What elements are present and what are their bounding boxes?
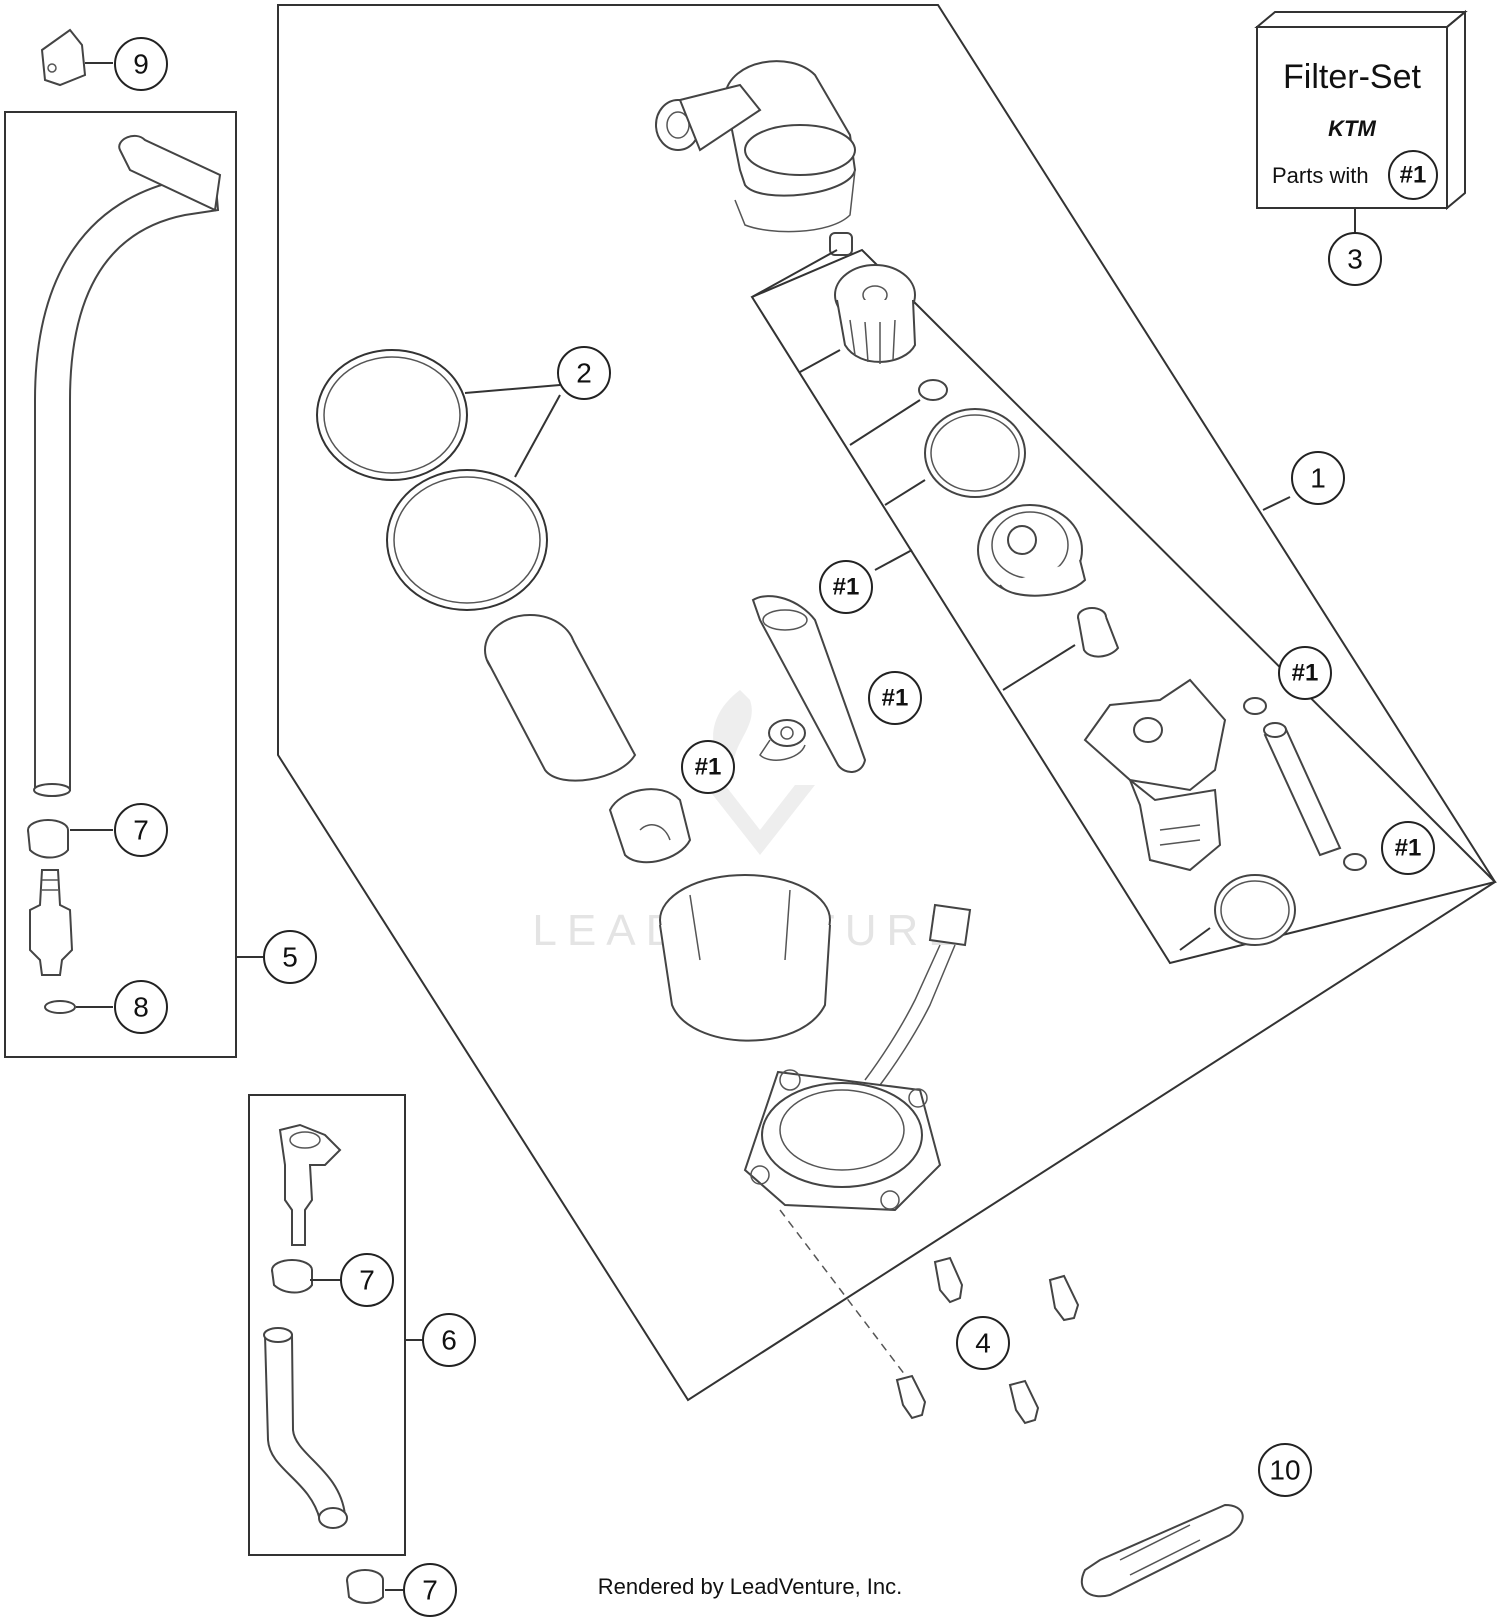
- callout-ref-5-label: #1: [1395, 835, 1422, 862]
- callout-2-label: 2: [576, 358, 592, 389]
- callout-3-label: 3: [1347, 244, 1363, 275]
- render-credit: Rendered by LeadVenture, Inc.: [598, 1574, 903, 1599]
- hose-clamp-bottom: [346, 1569, 384, 1604]
- o-ring-motor-bottom: [1343, 853, 1367, 871]
- hose-clamp-5: [27, 819, 69, 859]
- filter-sleeve: [484, 614, 637, 782]
- filter-set-ref: #1: [1400, 162, 1427, 189]
- callout-ref-4: #1: [681, 740, 735, 794]
- bolts-4: [895, 1256, 1080, 1425]
- callout-ref-2-label: #1: [1292, 660, 1319, 687]
- callout-3: 3: [1328, 232, 1382, 286]
- callout-5: 5: [263, 930, 317, 984]
- callout-ref-1-label: #1: [833, 574, 860, 601]
- leader-lines: [70, 62, 1356, 1591]
- electrical-connector: [864, 903, 972, 1086]
- main-assembly-frame: [277, 4, 1497, 1402]
- filter-set-parts-with: Parts with: [1272, 163, 1369, 188]
- pump-flange: [743, 1069, 942, 1212]
- callout-7-b-label: 7: [359, 1265, 375, 1296]
- callout-ref-1: #1: [819, 560, 873, 614]
- callout-ref-4-label: #1: [695, 754, 722, 781]
- callout-9: 9: [114, 37, 168, 91]
- callout-7-a: 7: [114, 803, 168, 857]
- filter-group-frame: [750, 248, 1497, 965]
- filter-set-title: Filter-Set: [1283, 58, 1421, 96]
- hose-group-5-frame: [4, 111, 237, 1058]
- callout-10: 10: [1258, 1443, 1312, 1497]
- small-o-ring: [918, 379, 948, 401]
- pressure-regulator: [977, 504, 1087, 597]
- o-rings-2: [316, 349, 548, 611]
- o-ring-8: [44, 1000, 76, 1014]
- callout-1-label: 1: [1310, 463, 1326, 494]
- small-valve: [759, 719, 806, 761]
- callout-8: 8: [114, 980, 168, 1034]
- filter-set-box: Filter-Set KTM Parts with #1: [1254, 9, 1468, 211]
- pump-housing: [659, 874, 831, 1042]
- short-hose-6: [263, 1327, 348, 1529]
- callout-6: 6: [422, 1313, 476, 1367]
- clip-piece: [751, 595, 867, 773]
- medium-o-ring: [924, 408, 1026, 498]
- filter-element: [834, 264, 917, 364]
- callout-ref-3-label: #1: [882, 685, 909, 712]
- fitting-nipple: [29, 869, 74, 976]
- callout-7-b: 7: [340, 1253, 394, 1307]
- callout-1: 1: [1291, 451, 1345, 505]
- sleeve: [1077, 607, 1120, 658]
- pump-head: [655, 60, 857, 233]
- callout-8-label: 8: [133, 992, 149, 1023]
- callout-ref-3: #1: [868, 671, 922, 725]
- callout-2: 2: [557, 346, 611, 400]
- callout-7-c: 7: [403, 1563, 457, 1617]
- callout-10-label: 10: [1269, 1455, 1300, 1486]
- callout-4: 4: [956, 1316, 1010, 1370]
- bolt-dash-line: [779, 1209, 906, 1376]
- o-ring-motor-top: [1243, 697, 1267, 715]
- long-hose: [33, 134, 222, 797]
- holder-bracket: [608, 788, 692, 864]
- callout-7-a-label: 7: [133, 815, 149, 846]
- callout-4-label: 4: [975, 1328, 991, 1359]
- callout-ref-5: #1: [1381, 821, 1435, 875]
- pump-motor: [1083, 678, 1227, 872]
- callout-5-label: 5: [282, 942, 298, 973]
- spring: [829, 232, 853, 256]
- callout-9-label: 9: [133, 49, 149, 80]
- callout-ref-2: #1: [1278, 646, 1332, 700]
- hose-group-6-frame: [248, 1094, 406, 1556]
- hose-clamp-6: [271, 1259, 313, 1294]
- connection-tube: [1263, 722, 1342, 857]
- callout-7-c-label: 7: [422, 1575, 438, 1606]
- callout-6-label: 6: [441, 1325, 457, 1356]
- label-plate-10: [1080, 1503, 1244, 1598]
- large-o-ring-filter: [1214, 874, 1296, 946]
- quick-connector-9: [40, 28, 87, 87]
- quick-coupling-6: [278, 1123, 342, 1246]
- ktm-logo: KTM: [1328, 116, 1376, 141]
